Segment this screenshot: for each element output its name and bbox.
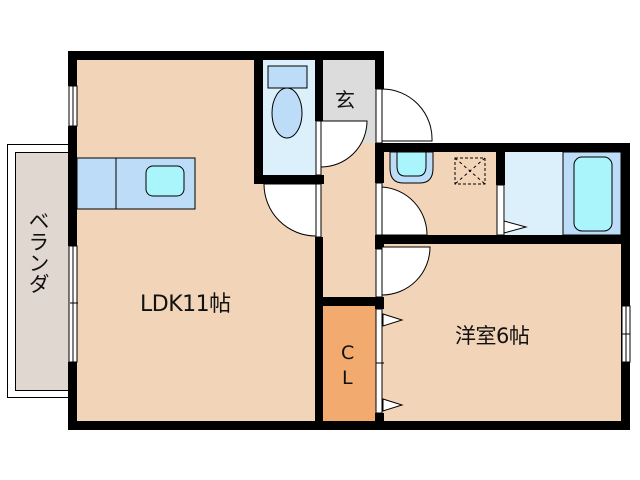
front-door[interactable] xyxy=(375,88,433,144)
ldk-door[interactable] xyxy=(263,183,322,238)
wall-hall-left xyxy=(315,237,323,430)
closet-label-c: C xyxy=(341,342,355,364)
bathtub xyxy=(562,151,622,236)
balcony-label: ベランダ xyxy=(26,210,50,294)
wall-entrance-right-upper xyxy=(375,51,384,89)
wall-toilet-left xyxy=(254,51,263,184)
balcony-floor xyxy=(15,152,70,391)
toilet-door[interactable] xyxy=(315,120,368,176)
window-ldk-top xyxy=(68,85,78,127)
western-room-label: 洋室6帖 xyxy=(455,324,530,348)
wall-bottom xyxy=(68,421,630,430)
wall-toilet-bottom xyxy=(254,175,324,184)
ldk-label: LDK11帖 xyxy=(140,292,231,317)
wall-right xyxy=(621,143,630,430)
closet-door[interactable] xyxy=(375,308,404,414)
wall-room-left-top xyxy=(375,235,384,249)
closet-floor xyxy=(322,306,376,422)
wall-room-left-bottom xyxy=(375,413,384,430)
western-room-door[interactable] xyxy=(375,246,431,298)
wall-toilet-right xyxy=(315,51,323,121)
wall-wetarea-bottom xyxy=(375,235,630,244)
wall-bath-divider xyxy=(496,143,505,185)
wall-left-mid xyxy=(68,126,77,246)
wall-top-left xyxy=(68,51,384,60)
wall-wetarea-left xyxy=(375,143,384,183)
washing-machine-space xyxy=(454,157,486,185)
kitchen-counter xyxy=(76,157,196,210)
wall-closet-top xyxy=(315,297,384,306)
wall-left-upper xyxy=(68,51,77,86)
wall-left-lower xyxy=(68,362,77,430)
wall-room-left-mid xyxy=(375,297,384,309)
bathroom-door[interactable] xyxy=(496,184,528,236)
washroom-door[interactable] xyxy=(375,182,428,236)
window-western-room xyxy=(621,305,631,363)
washbasin xyxy=(389,151,434,184)
toilet-fixture xyxy=(267,65,308,139)
window-ldk-balcony xyxy=(68,245,78,363)
entrance-label: 玄 xyxy=(335,88,355,112)
closet-label-l: L xyxy=(342,367,353,389)
